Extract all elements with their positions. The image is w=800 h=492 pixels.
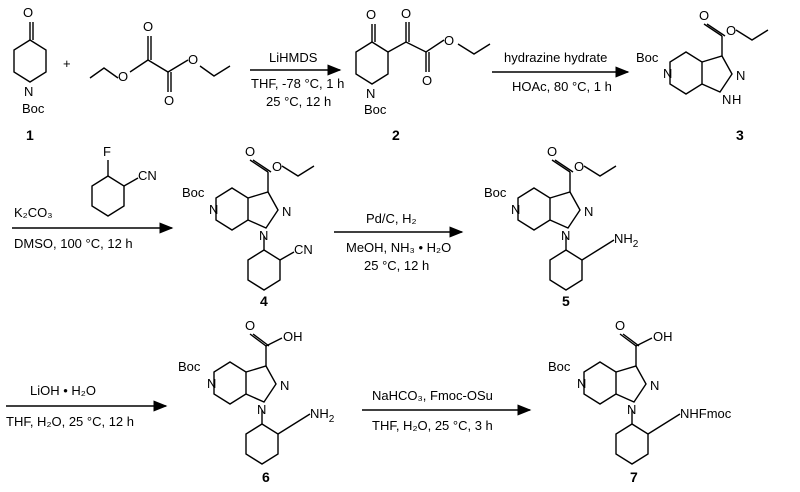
atom-label-o: O bbox=[401, 6, 411, 21]
compound-2-structure: O O O O N Boc bbox=[355, 6, 491, 117]
step5-reagent: LiOH • H₂O bbox=[30, 383, 96, 398]
step2-condition-1: HOAc, 80 °C, 1 h bbox=[512, 79, 612, 94]
atom-label-cn: CN bbox=[138, 168, 157, 183]
atom-label-o: O bbox=[699, 8, 709, 23]
atom-label-boc: Boc bbox=[364, 102, 387, 117]
compound-3-structure: O O N N H N Boc bbox=[636, 8, 769, 107]
compound-label-3: 3 bbox=[736, 127, 744, 143]
atom-label-h: H bbox=[732, 92, 741, 107]
atom-label-n: N bbox=[584, 204, 593, 219]
step3-reagent: K₂CO₃ bbox=[14, 205, 53, 220]
atom-label-o: O bbox=[143, 19, 153, 34]
atom-label-boc: Boc bbox=[548, 359, 571, 374]
atom-label-n: N bbox=[650, 378, 659, 393]
step3-condition-1: DMSO, 100 °C, 12 h bbox=[14, 236, 133, 251]
atom-label-o: O bbox=[615, 318, 625, 333]
atom-label-cn: CN bbox=[294, 242, 313, 257]
atom-label-o: O bbox=[366, 7, 376, 22]
atom-label-o: O bbox=[547, 144, 557, 159]
compound-label-5: 5 bbox=[562, 293, 570, 309]
atom-label-n: N bbox=[736, 68, 745, 83]
atom-label-boc: Boc bbox=[636, 50, 659, 65]
fluorobenzonitrile-structure: F CN bbox=[91, 144, 157, 217]
atom-label-o: O bbox=[422, 73, 432, 88]
atom-label-o: O bbox=[574, 159, 584, 174]
step2-reagent: hydrazine hydrate bbox=[504, 50, 607, 65]
atom-label-n: N bbox=[627, 402, 636, 417]
atom-label-o: O bbox=[444, 33, 454, 48]
atom-label-n: N bbox=[511, 202, 520, 217]
atom-label-n: N bbox=[257, 402, 266, 417]
atom-label-o: O bbox=[272, 159, 282, 174]
atom-label-n: N bbox=[282, 204, 291, 219]
diethyl-oxalate-structure: O O O O bbox=[89, 19, 231, 108]
step4-condition-1: MeOH, NH₃ • H₂O bbox=[346, 240, 451, 255]
atom-label-n: N bbox=[561, 228, 570, 243]
compound-label-2: 2 bbox=[392, 127, 400, 143]
atom-label-boc: Boc bbox=[22, 101, 45, 116]
atom-label-boc: Boc bbox=[484, 185, 507, 200]
atom-label-oh: OH bbox=[283, 329, 303, 344]
atom-label-f: F bbox=[103, 144, 111, 159]
atom-label-o: O bbox=[726, 23, 736, 38]
step1-condition-2: 25 °C, 12 h bbox=[266, 94, 331, 109]
atom-label-n: N bbox=[24, 84, 33, 99]
atom-label-n: N bbox=[209, 202, 218, 217]
step4-condition-2: 25 °C, 12 h bbox=[364, 258, 429, 273]
atom-label-n: N bbox=[207, 376, 216, 391]
compound-7-structure: O OH N N N Boc NHFmoc bbox=[548, 318, 732, 465]
atom-label-nhfmoc: NHFmoc bbox=[680, 406, 732, 421]
compound-label-4: 4 bbox=[260, 293, 268, 309]
atom-label-oh: OH bbox=[653, 329, 673, 344]
atom-label-o: O bbox=[164, 93, 174, 108]
atom-label-nh2: NH2 bbox=[310, 406, 335, 425]
atom-label-boc: Boc bbox=[182, 185, 205, 200]
atom-label-o: O bbox=[245, 144, 255, 159]
atom-label-nh: N bbox=[722, 92, 731, 107]
step6-reagent: NaHCO₃, Fmoc-OSu bbox=[372, 388, 493, 403]
step1-reagent: LiHMDS bbox=[269, 50, 318, 65]
atom-label-n: N bbox=[577, 376, 586, 391]
atom-label-o: O bbox=[23, 5, 33, 20]
compound-4-structure: O O N N N Boc CN bbox=[182, 144, 315, 291]
compound-1-structure: O N Boc bbox=[13, 5, 47, 116]
step4-reagent: Pd/C, H₂ bbox=[366, 211, 417, 226]
compound-label-7: 7 bbox=[630, 469, 638, 485]
atom-label-o: O bbox=[245, 318, 255, 333]
atom-label-boc: Boc bbox=[178, 359, 201, 374]
atom-label-o: O bbox=[118, 69, 128, 84]
atom-label-n: N bbox=[366, 86, 375, 101]
step1-condition-1: THF, -78 °C, 1 h bbox=[251, 76, 344, 91]
compound-label-1: 1 bbox=[26, 127, 34, 143]
compound-label-6: 6 bbox=[262, 469, 270, 485]
plus-sign: + bbox=[63, 56, 71, 71]
atom-label-n: N bbox=[280, 378, 289, 393]
atom-label-o: O bbox=[188, 52, 198, 67]
compound-5-structure: O O N N N Boc NH2 bbox=[484, 144, 639, 291]
atom-label-nh2: NH2 bbox=[614, 231, 639, 250]
step6-condition-1: THF, H₂O, 25 °C, 3 h bbox=[372, 418, 493, 433]
atom-label-n: N bbox=[259, 228, 268, 243]
step5-condition-1: THF, H₂O, 25 °C, 12 h bbox=[6, 414, 134, 429]
compound-6-structure: O OH N N N Boc NH2 bbox=[178, 318, 335, 465]
atom-label-n: N bbox=[663, 66, 672, 81]
